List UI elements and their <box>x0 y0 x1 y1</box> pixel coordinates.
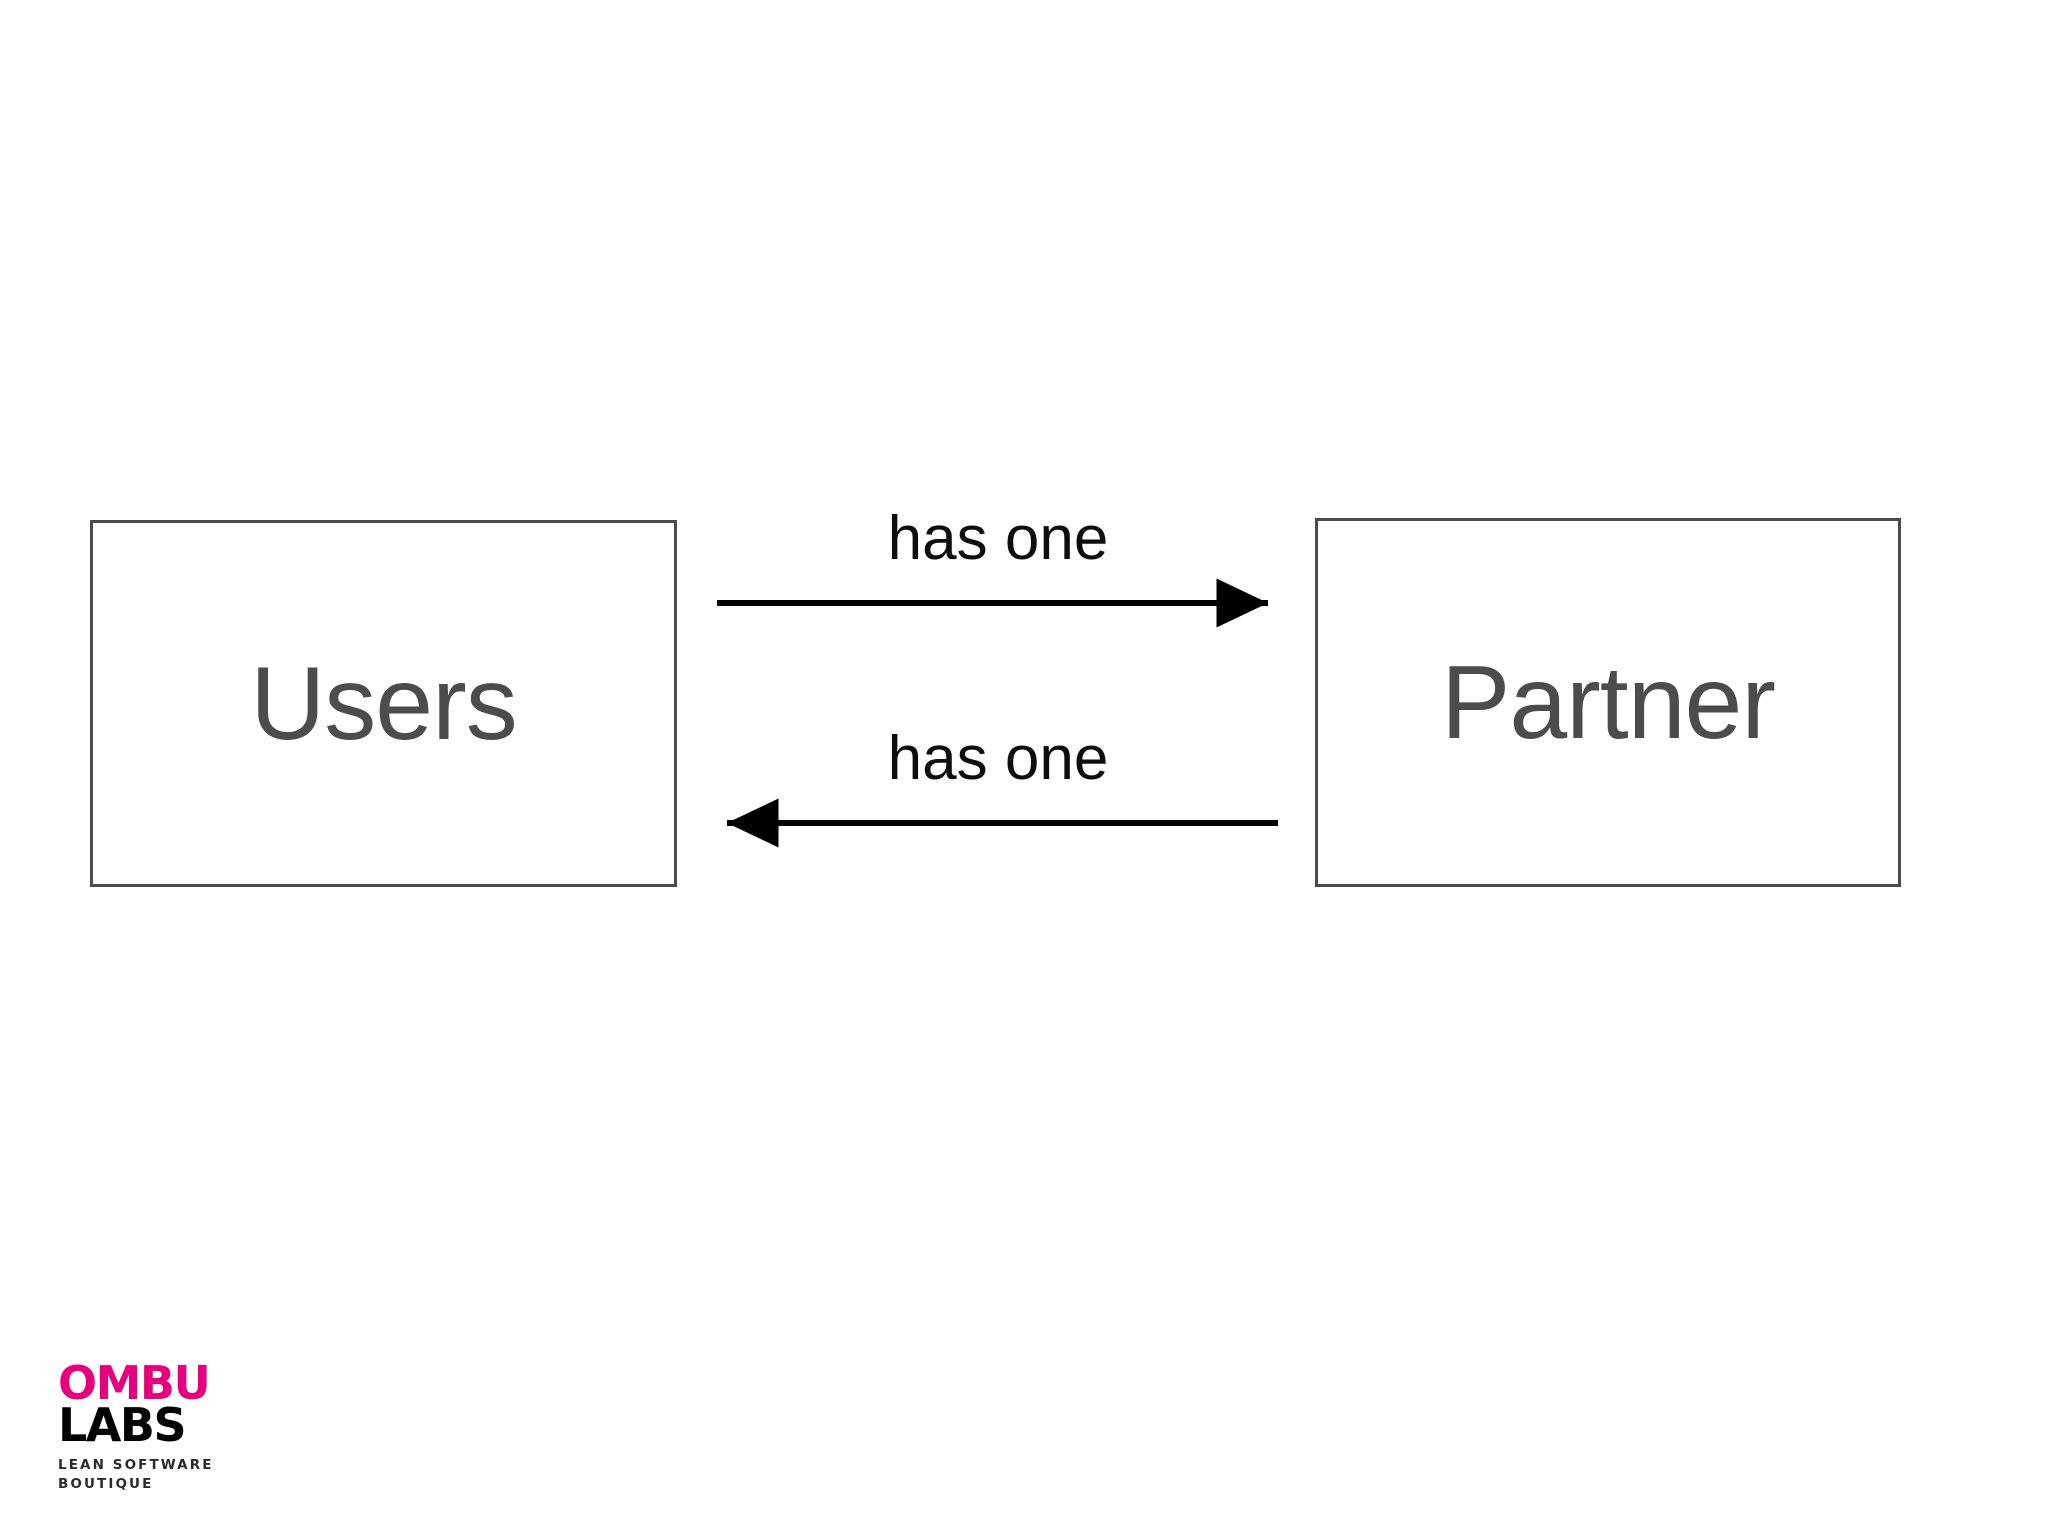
logo-tagline: LEAN SOFTWARE BOUTIQUE <box>58 1456 288 1495</box>
logo-wordmark-labs: LABS <box>58 1398 187 1453</box>
entity-label-partner: Partner <box>1440 644 1776 761</box>
entity-label-users: Users <box>250 645 518 762</box>
entity-box-partner[interactable]: Partner <box>1315 518 1901 887</box>
logo-tagline-line-2: BOUTIQUE <box>58 1476 154 1493</box>
entity-box-users[interactable]: Users <box>90 520 677 887</box>
relationship-label-partner-to-users: has one <box>887 724 1109 793</box>
ombu-labs-logo: OMBU LABS LEAN SOFTWARE BOUTIQUE <box>58 1356 288 1495</box>
logo-tagline-line-1: LEAN SOFTWARE <box>58 1456 214 1473</box>
logo-wordmark-ombu: OMBU <box>58 1356 211 1410</box>
relationship-label-users-to-partner: has one <box>887 504 1109 573</box>
